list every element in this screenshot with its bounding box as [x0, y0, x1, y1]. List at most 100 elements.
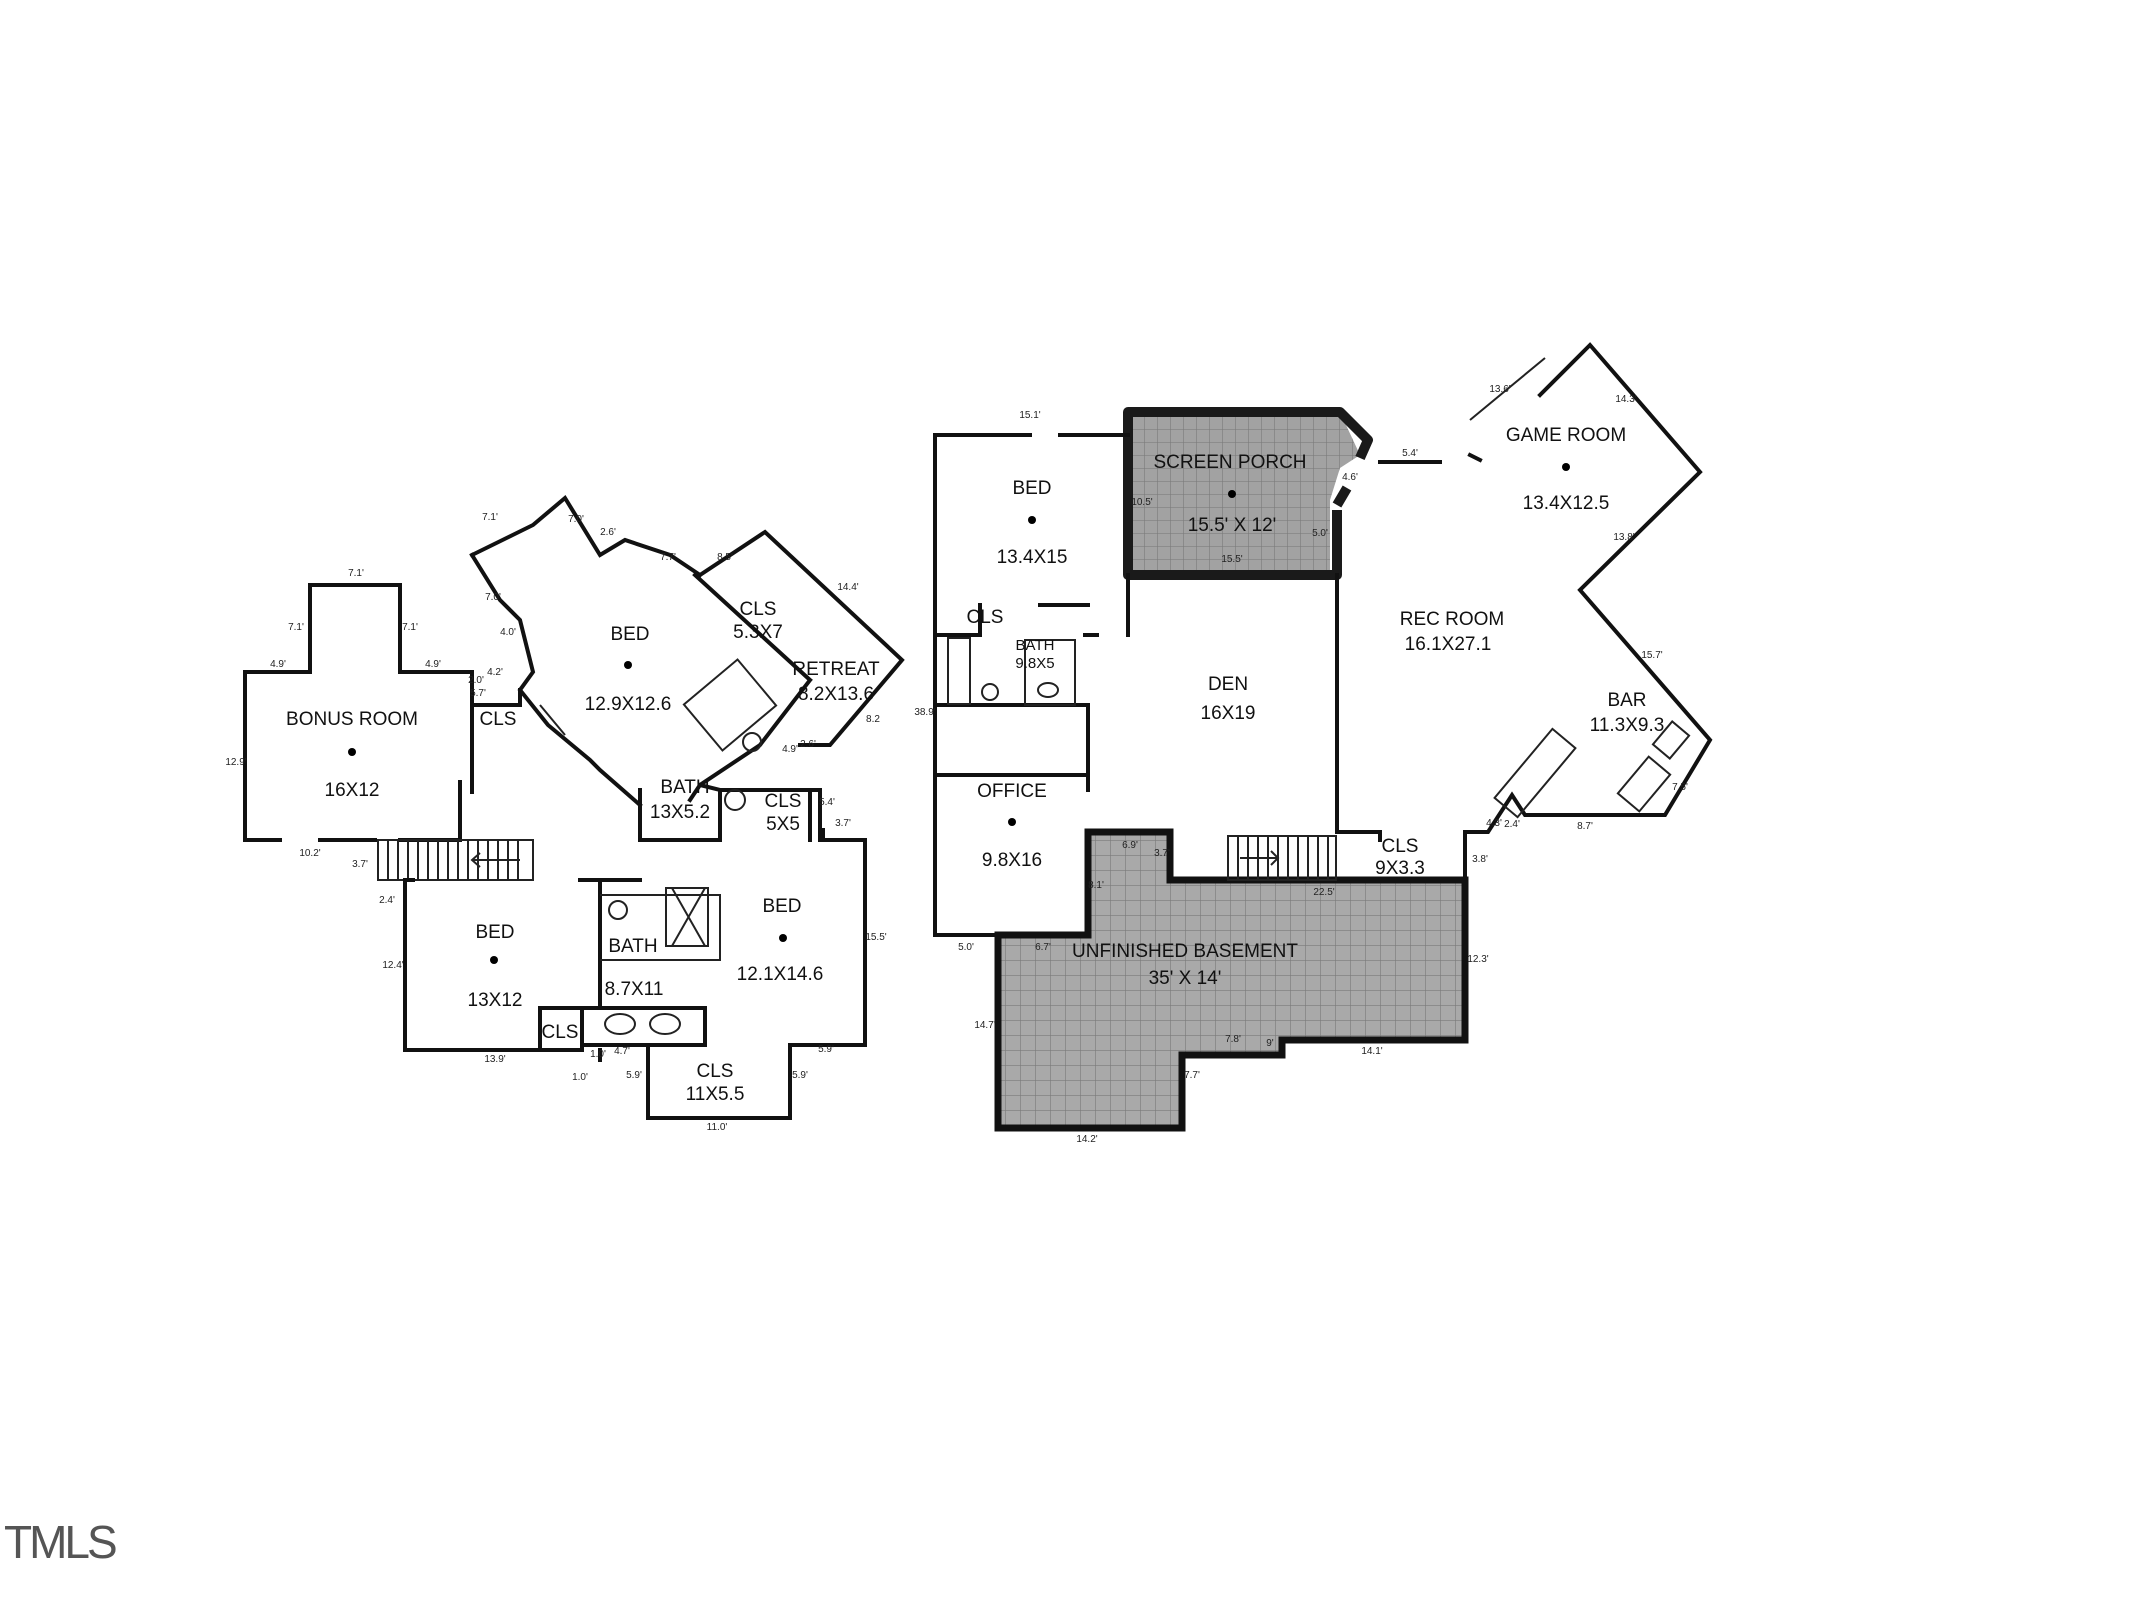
room-name-cls-bed: CLS	[967, 607, 1004, 628]
svg-text:1.0': 1.0'	[572, 1072, 588, 1083]
room-size-cls-bottom: 11X5.5	[686, 1084, 745, 1105]
room-size-cls-mid: 5X5	[766, 814, 800, 835]
dim-upper-11: 13.9'	[484, 1054, 505, 1065]
dim-upper-28: 15.5'	[865, 932, 886, 943]
dim-upper-12: 7.1'	[482, 512, 498, 523]
room-name-bath-mid: BATH	[660, 777, 709, 798]
room-size-game-room: 13.4X12.5	[1523, 493, 1610, 514]
room-name-bed: BED	[1012, 478, 1051, 499]
dim-lower-4: 5.4'	[1402, 448, 1418, 459]
room-name-basement: UNFINISHED BASEMENT	[1072, 941, 1298, 962]
room-size-den: 16X19	[1201, 703, 1256, 724]
dim-lower-1: 15.1'	[1019, 410, 1040, 421]
room-size-bath: 9.8X5	[1015, 655, 1054, 672]
room-name-bonus: BONUS ROOM	[286, 709, 418, 730]
room-name-cls-bottom: CLS	[697, 1061, 734, 1082]
room-name-game-room: GAME ROOM	[1506, 425, 1626, 446]
dim-upper-1: 7.1'	[348, 568, 364, 579]
dim-upper-29: 1.0'	[590, 1049, 606, 1060]
room-name-bed-left: BED	[475, 922, 514, 943]
dim-lower-3: 15.5'	[1221, 554, 1242, 565]
room-size-office: 9.8X16	[982, 850, 1042, 871]
bed-top-fan-icon	[614, 649, 642, 673]
dim-lower-28: 5.0'	[1312, 528, 1328, 539]
room-name-bath-lower: BATH	[608, 936, 657, 957]
dim-upper-20: 2.0'	[468, 675, 484, 686]
dim-lower-18: 3.7'	[1154, 848, 1170, 859]
office-fan-icon	[998, 806, 1026, 830]
dim-lower-16: 6.7'	[1035, 942, 1051, 953]
dim-lower-24: 9'	[1266, 1038, 1274, 1049]
room-name-cls-lower: CLS	[542, 1022, 579, 1043]
dim-upper-5: 4.9'	[425, 659, 441, 670]
room-name-cls-stair: CLS	[1382, 836, 1419, 857]
dim-upper-19: 4.0'	[500, 627, 516, 638]
room-size-bed-left: 13X12	[468, 990, 523, 1011]
dim-upper-23: 8.2	[866, 714, 880, 725]
dim-upper-8: 3.7'	[352, 859, 368, 870]
dim-upper-9: 2.4'	[379, 895, 395, 906]
dim-upper-17: 14.4'	[837, 582, 858, 593]
room-size-bed-right: 12.1X14.6	[737, 964, 824, 985]
dim-upper-14: 2.6'	[600, 527, 616, 538]
dim-lower-13: 3.8'	[1472, 854, 1488, 865]
dim-upper-18: 7.0'	[485, 592, 501, 603]
dim-upper-6: 12.9'	[225, 757, 246, 768]
dim-lower-20: 22.5'	[1313, 887, 1334, 898]
dim-upper-27: 3.7'	[835, 818, 851, 829]
dim-upper-33: 5.9'	[818, 1044, 834, 1055]
dim-lower-12: 2.4'	[1504, 819, 1520, 830]
dim-upper-31: 5.9'	[626, 1070, 642, 1081]
game-room-fan-icon	[1552, 451, 1580, 475]
dim-lower-21: 12.3'	[1467, 954, 1488, 965]
dim-lower-17: 6.9'	[1122, 840, 1138, 851]
screen-porch-area	[1128, 412, 1360, 575]
dim-upper-2: 7.1'	[288, 622, 304, 633]
dim-upper-21: 4.2'	[487, 667, 503, 678]
room-size-bonus: 16X12	[325, 780, 380, 801]
dim-upper-30: 4.7'	[614, 1046, 630, 1057]
dim-lower-11: 4.3'	[1486, 818, 1502, 829]
dim-lower-22: 14.1'	[1361, 1046, 1382, 1057]
room-size-bar: 11.3X9.3	[1590, 715, 1665, 736]
room-name-cls-mid: CLS	[765, 791, 802, 812]
bonus-room-fan-icon	[338, 736, 366, 760]
room-size-retreat: 8.2X13.6	[798, 684, 874, 705]
dim-lower-6: 14.3'	[1615, 394, 1636, 405]
dim-upper-16: 8.5'	[717, 552, 733, 563]
upper-floor-plan: 1.0'	[243, 494, 905, 1120]
room-name-rec-room: REC ROOM	[1400, 609, 1505, 630]
lower-floor-plan	[933, 342, 1713, 1132]
dim-lower-8: 15.7'	[1641, 650, 1662, 661]
bed-right-fan-icon	[769, 922, 797, 946]
upper-stairs	[387, 840, 520, 880]
room-name-office: OFFICE	[977, 781, 1047, 802]
dim-lower-5: 13.6'	[1489, 384, 1510, 395]
dim-lower-27: 14.2'	[1076, 1134, 1097, 1145]
room-name-bed-top: BED	[610, 624, 649, 645]
room-size-screen-porch: 15.5' X 12'	[1188, 515, 1277, 536]
dim-upper-7: 10.2'	[299, 848, 320, 859]
dim-upper-34: 5.9'	[792, 1070, 808, 1081]
dim-lower-29: 4.6'	[1342, 472, 1358, 483]
room-size-rec-room: 16.1X27.1	[1405, 634, 1492, 655]
room-name-cls-top: CLS	[740, 599, 777, 620]
dim-upper-10: 12.4'	[382, 960, 403, 971]
dim-upper-3: 7.1'	[402, 622, 418, 633]
dim-upper-24: 4.9'	[782, 744, 798, 755]
dim-lower-19: 8.1'	[1088, 880, 1104, 891]
room-name-cls-bonus: CLS	[480, 709, 517, 730]
dim-lower-25: 7.7'	[1184, 1070, 1200, 1081]
room-size-cls-top: 5.3X7	[733, 622, 783, 643]
room-size-bath-mid: 13X5.2	[650, 802, 710, 823]
bed-lower-fan-icon	[1018, 504, 1046, 528]
dim-upper-15: 7.7'	[660, 552, 676, 563]
dim-upper-13: 7.0'	[568, 514, 584, 525]
room-size-bed-top: 12.9X12.6	[585, 694, 672, 715]
room-name-bath: BATH	[1016, 637, 1055, 654]
dim-lower-2: 10.5'	[1131, 497, 1152, 508]
room-size-basement: 35' X 14'	[1149, 968, 1222, 989]
tmls-watermark: TMLS	[4, 1516, 118, 1568]
dim-lower-10: 8.7'	[1577, 821, 1593, 832]
